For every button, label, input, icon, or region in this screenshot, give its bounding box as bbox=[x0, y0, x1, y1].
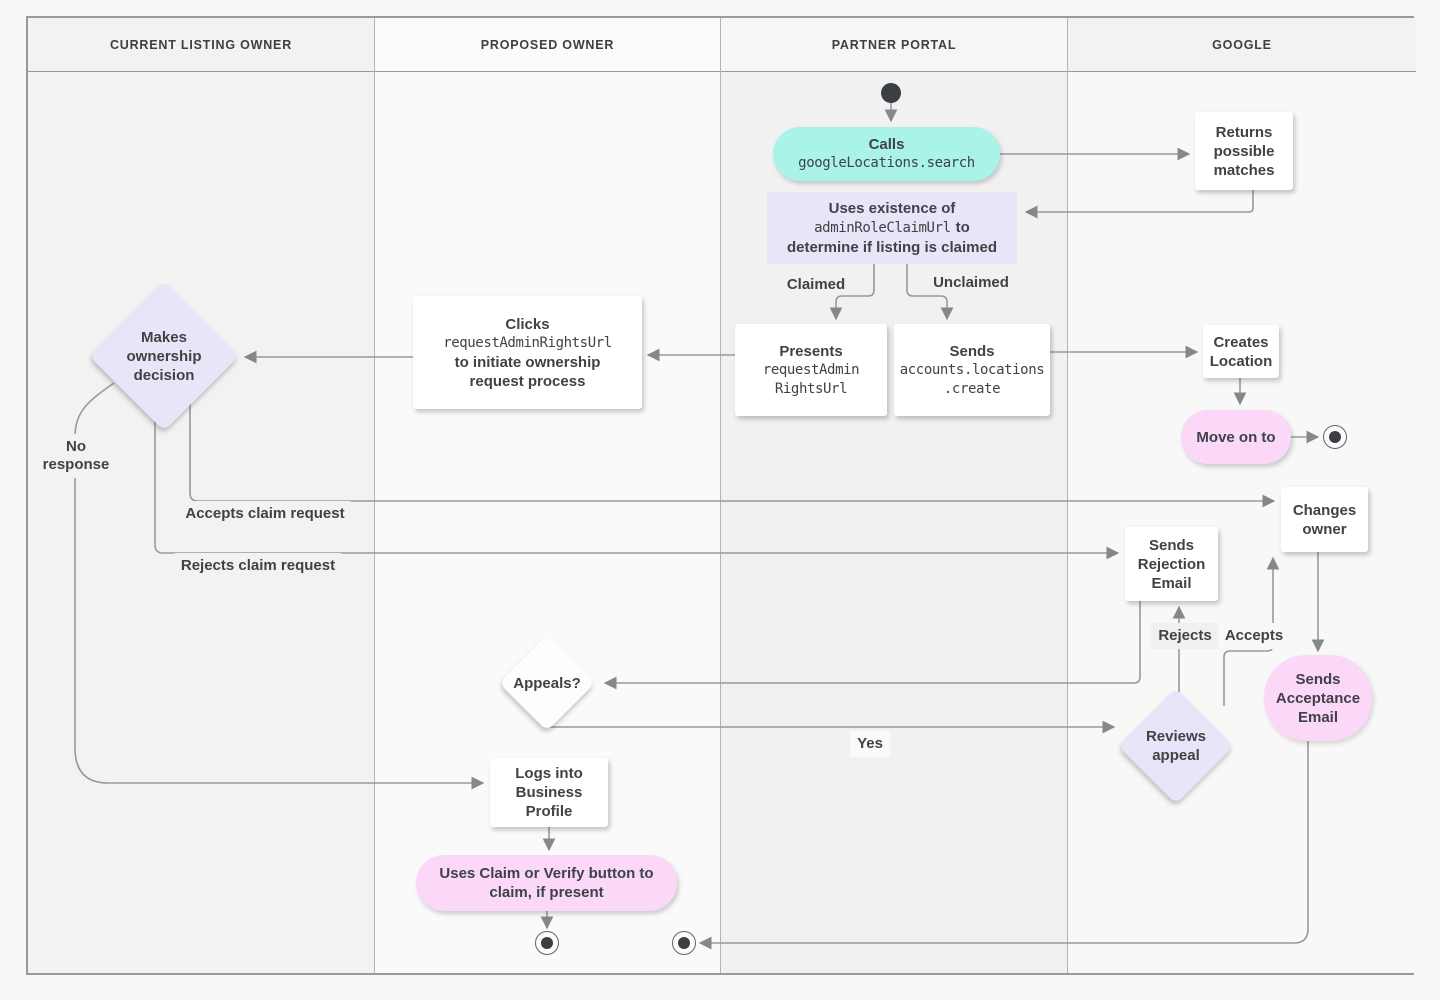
start-node bbox=[881, 83, 901, 103]
node-uses-existence-note: Uses existence of adminRoleClaimUrl to d… bbox=[767, 192, 1017, 264]
end-node-proposed-owner bbox=[535, 931, 559, 955]
node-code-label: requestAdminRightsUrl bbox=[443, 334, 612, 351]
node-appeals-decision: Appeals? bbox=[497, 633, 597, 733]
node-sends-acceptance-email: Sends Acceptance Email bbox=[1264, 655, 1372, 741]
lane-header-proposed-owner: PROPOSED OWNER bbox=[375, 18, 720, 72]
node-action-label: Clicks bbox=[505, 315, 550, 333]
lane-header-partner-portal: PARTNER PORTAL bbox=[721, 18, 1067, 72]
edge-label-claimed: Claimed bbox=[786, 276, 846, 293]
note-line-2-rest: to bbox=[955, 219, 970, 236]
node-label: Makes ownership decision bbox=[126, 328, 202, 384]
node-code-label: googleLocations.search bbox=[798, 155, 975, 171]
node-label: Returns possible matches bbox=[1213, 123, 1275, 179]
node-uses-claim-or-verify: Uses Claim or Verify button to claim, if… bbox=[416, 855, 677, 911]
node-action-label: Calls bbox=[868, 136, 905, 153]
note-line-1: Uses existence of bbox=[828, 200, 956, 217]
note-line-2: adminRoleClaimUrl to bbox=[814, 218, 970, 238]
lane-header-label: CURRENT LISTING OWNER bbox=[109, 37, 293, 52]
node-label: Sends Acceptance Email bbox=[1275, 670, 1361, 726]
node-label: Appeals? bbox=[513, 674, 581, 692]
node-reviews-appeal: Reviews appeal bbox=[1116, 686, 1236, 806]
node-changes-owner: Changes owner bbox=[1281, 487, 1368, 552]
node-label: Changes owner bbox=[1292, 501, 1357, 538]
node-calls-googlelocations-search: Calls googleLocations.search bbox=[773, 127, 1000, 181]
node-sends-accounts-locations-create: Sends accounts.locations .create bbox=[894, 324, 1050, 416]
lane-current-listing-owner: CURRENT LISTING OWNER bbox=[28, 18, 375, 973]
edge-label-rejects: Rejects bbox=[1151, 623, 1219, 649]
edge-label-accepts-claim-request: Accepts claim request bbox=[178, 501, 352, 527]
node-label: Sends Rejection Email bbox=[1137, 536, 1206, 592]
lane-body-proposed-owner bbox=[375, 72, 720, 973]
node-makes-ownership-decision: Makes ownership decision bbox=[89, 281, 239, 431]
lane-header-label: PROPOSED OWNER bbox=[480, 37, 615, 52]
node-creates-location: Creates Location bbox=[1203, 325, 1279, 378]
node-returns-possible-matches: Returns possible matches bbox=[1195, 112, 1293, 190]
note-code: adminRoleClaimUrl bbox=[814, 220, 951, 236]
edge-label-accepts: Accepts bbox=[1217, 623, 1291, 649]
end-node-acceptance bbox=[672, 931, 696, 955]
node-label: Move on to bbox=[1196, 428, 1276, 446]
node-label: Creates Location bbox=[1209, 333, 1273, 370]
node-label: Reviews appeal bbox=[1145, 728, 1207, 764]
node-rest-label: to initiate ownership request process bbox=[454, 353, 601, 390]
node-label: Logs into Business Profile bbox=[515, 765, 583, 820]
edge-label-yes: Yes bbox=[850, 731, 890, 757]
lane-header-label: PARTNER PORTAL bbox=[831, 37, 957, 52]
lane-header-label: GOOGLE bbox=[1212, 37, 1272, 52]
edge-label-rejects-claim-request: Rejects claim request bbox=[173, 553, 343, 579]
lane-header-google: GOOGLE bbox=[1068, 18, 1416, 72]
node-action-label: Sends bbox=[949, 342, 995, 360]
edge-label-unclaimed: Unclaimed bbox=[933, 274, 1009, 291]
node-clicks-requestadminrightsurl: Clicks requestAdminRightsUrl to initiate… bbox=[413, 296, 642, 409]
lane-header-current-listing-owner: CURRENT LISTING OWNER bbox=[28, 18, 374, 72]
note-line-3: determine if listing is claimed bbox=[786, 239, 998, 256]
edge-label-no-response: No response bbox=[35, 434, 117, 478]
end-node-google bbox=[1323, 425, 1347, 449]
node-logs-into-business-profile: Logs into Business Profile bbox=[490, 758, 608, 827]
node-presents-requestadminrightsurl: Presents requestAdmin RightsUrl bbox=[735, 324, 887, 416]
node-move-on-to: Move on to bbox=[1181, 410, 1291, 464]
node-code-label: accounts.locations .create bbox=[899, 361, 1045, 397]
node-sends-rejection-email: Sends Rejection Email bbox=[1125, 527, 1218, 601]
node-code-label: requestAdmin RightsUrl bbox=[762, 361, 860, 397]
node-action-label: Presents bbox=[779, 342, 843, 360]
node-label: Uses Claim or Verify button to claim, if… bbox=[439, 865, 654, 901]
lane-proposed-owner: PROPOSED OWNER bbox=[375, 18, 721, 973]
